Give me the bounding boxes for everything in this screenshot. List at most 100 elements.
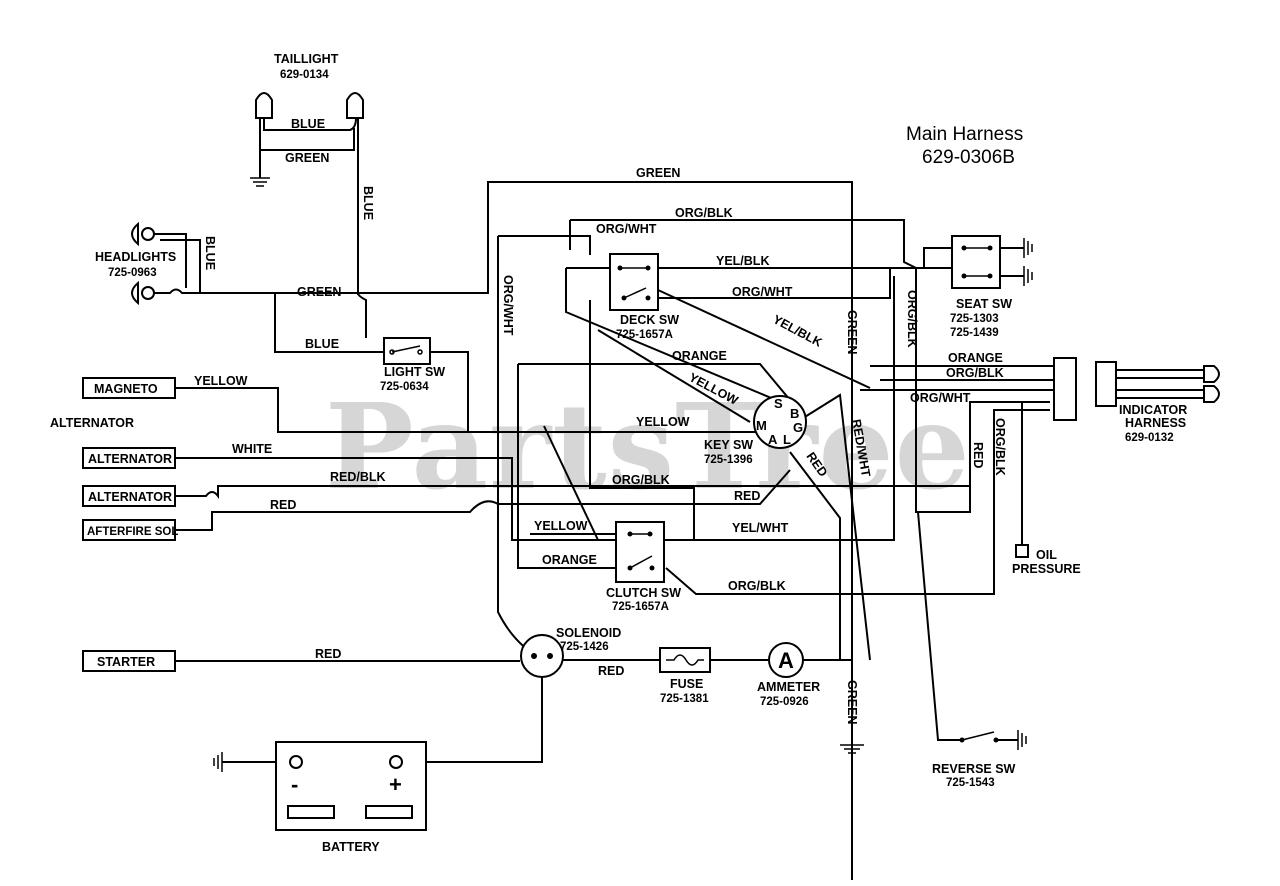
wire-label-yellow-clutch: YELLOW — [534, 519, 588, 533]
deck-switch — [609, 253, 659, 311]
wire-yel-wht — [666, 276, 895, 541]
headlights-part: 725-0963 — [108, 267, 157, 279]
wire-label-red-mid: RED — [734, 489, 760, 503]
key-terminal-l: L — [783, 432, 791, 447]
key-terminal-s: S — [774, 396, 783, 411]
deck-sw-label: DECK SW — [620, 313, 679, 327]
indicator-part: 629-0132 — [1125, 432, 1174, 444]
wire-label-blue-tail: BLUE — [291, 117, 325, 131]
wire-label-red-fuse: RED — [598, 664, 624, 678]
oil-label-1: OIL — [1036, 548, 1057, 562]
fuse-part: 725-1381 — [660, 693, 709, 705]
wire-org-blk-clutch — [665, 409, 1050, 595]
wire-deck-to-key — [565, 268, 777, 401]
headlights-label: HEADLIGHTS — [95, 250, 176, 264]
wire-label-red-alt: RED — [270, 498, 296, 512]
clutch-sw-part: 725-1657A — [612, 601, 669, 613]
indicator-label-1: INDICATOR — [1119, 403, 1187, 417]
wire-red-diag — [789, 451, 841, 660]
wire-label-org-wht-vert: ORG/WHT — [501, 275, 515, 336]
taillight-bulb-left — [255, 92, 273, 119]
wire-orange-top — [518, 363, 791, 401]
battery-label: BATTERY — [322, 840, 380, 854]
wire-green-top — [358, 181, 853, 880]
wire-label-yel-blk-diag: YEL/BLK — [771, 312, 825, 349]
wire-org-wht-top — [498, 235, 591, 255]
key-terminal-b: B — [790, 406, 799, 421]
alternator-text-label: ALTERNATOR — [50, 416, 134, 430]
key-sw-part: 725-1396 — [704, 454, 753, 466]
taillight-bulb-right — [346, 92, 364, 119]
wire-label-org-wht-top: ORG/WHT — [596, 222, 657, 236]
wire-label-orange-top: ORANGE — [672, 349, 727, 363]
wire-label-org-blk-mid: ORG/BLK — [612, 473, 670, 487]
afterfire-label: AFTERFIRE SOL — [87, 526, 178, 538]
watermark: PartsTree — [325, 377, 971, 516]
wire-label-orange-clutch: ORANGE — [542, 553, 597, 567]
wire-label-yellow-mid: YELLOW — [636, 415, 690, 429]
headlight-upper — [131, 221, 139, 247]
light-sw-label: LIGHT SW — [384, 365, 445, 379]
wire-orange-clutch — [517, 364, 616, 569]
headlights-assembly — [131, 221, 384, 353]
wire-label-yellow-magneto: YELLOW — [194, 374, 248, 388]
ammeter-label: AMMETER — [757, 680, 820, 694]
wire-label-blue-head: BLUE — [203, 236, 217, 270]
wire-label-green-head: GREEN — [297, 285, 341, 299]
wire-yellow-cross — [543, 425, 599, 541]
seat-switch — [951, 235, 1001, 289]
seat-sw-label: SEAT SW — [956, 297, 1012, 311]
wire-label-blue-vertical: BLUE — [361, 186, 375, 220]
wire-label-org-blk-right: ORG/BLK — [946, 366, 1004, 380]
wire-label-yel-wht: YEL/WHT — [732, 521, 789, 535]
ammeter-part: 725-0926 — [760, 696, 809, 708]
solenoid — [520, 634, 564, 678]
clutch-switch — [615, 521, 665, 583]
wire-org-wht-mid — [658, 267, 952, 299]
ammeter-symbol: A — [778, 648, 794, 673]
battery-neg: - — [291, 772, 298, 797]
indicator-connector-left — [1053, 357, 1077, 421]
solenoid-label: SOLENOID — [556, 626, 621, 640]
key-terminal-g: G — [793, 420, 803, 435]
indicator-lamp-1 — [1203, 365, 1220, 383]
wire-label-orange-right: ORANGE — [948, 351, 1003, 365]
magneto-label: MAGNETO — [94, 382, 158, 396]
indicator-lamp-2 — [1203, 385, 1220, 403]
taillight-part: 629-0134 — [280, 69, 329, 81]
wire-white — [175, 457, 694, 541]
key-sw-label: KEY SW — [704, 438, 753, 452]
light-sw-part: 725-0634 — [380, 381, 429, 393]
wire-label-org-blk-clutch: ORG/BLK — [728, 579, 786, 593]
taillight-label: TAILLIGHT — [274, 52, 339, 66]
wire-red-blk — [175, 485, 971, 512]
wire-label-red-blk: RED/BLK — [330, 470, 386, 484]
key-switch — [753, 395, 807, 449]
key-terminal-a: A — [768, 432, 778, 447]
wire-label-white: WHITE — [232, 442, 272, 456]
reverse-sw-label: REVERSE SW — [932, 762, 1016, 776]
oil-label-2: PRESSURE — [1012, 562, 1081, 576]
seat-sw-part-2: 725-1439 — [950, 327, 999, 339]
wire-label-org-blk-right-vert: ORG/BLK — [993, 418, 1007, 476]
wire-label-green-vert: GREEN — [845, 310, 859, 354]
indicator-connector-right — [1095, 361, 1117, 407]
wire-label-green-tail: GREEN — [285, 151, 329, 165]
wire-red-wht — [799, 393, 871, 661]
taillight-assembly — [250, 92, 364, 295]
battery-pos: + — [389, 772, 402, 797]
battery-negative-terminal — [289, 755, 303, 769]
wire-label-green-bottom: GREEN — [845, 680, 859, 724]
alternator-label-1: ALTERNATOR — [88, 452, 172, 466]
starter-label: STARTER — [97, 655, 155, 669]
wire-label-org-wht-right: ORG/WHT — [910, 391, 971, 405]
wire-yel-blk-top — [566, 247, 952, 269]
alternator-label-2: ALTERNATOR — [88, 490, 172, 504]
wire-label-org-blk-top: ORG/BLK — [675, 206, 733, 220]
wire-label-red-starter: RED — [315, 647, 341, 661]
wire-label-yel-blk-top: YEL/BLK — [716, 254, 769, 268]
diagram-title: Main Harness — [906, 124, 1023, 145]
reverse-sw-part: 725-1543 — [946, 777, 995, 789]
wire-label-red-right-vert: RED — [971, 442, 985, 468]
